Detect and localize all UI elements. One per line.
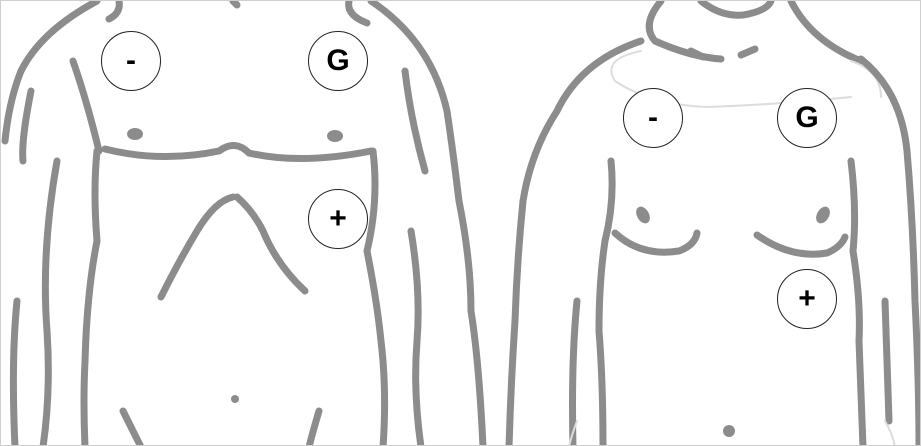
female-left-nipple <box>633 204 652 226</box>
male-ground-electrode-marker: G <box>308 31 368 91</box>
male-ground-label: G <box>326 46 349 76</box>
male-negative-electrode-marker: - <box>101 31 161 91</box>
female-negative-label: - <box>648 103 658 133</box>
female-negative-electrode-marker: - <box>623 88 683 148</box>
male-right-nipple <box>327 130 343 142</box>
female-ground-label: G <box>795 103 818 133</box>
female-positive-label: + <box>798 284 816 314</box>
female-navel <box>723 425 735 437</box>
male-positive-label: + <box>329 204 347 234</box>
female-torso-outline <box>509 1 919 446</box>
male-negative-label: - <box>126 46 136 76</box>
male-navel <box>231 395 239 403</box>
female-right-nipple <box>813 204 832 226</box>
male-left-nipple <box>127 128 143 140</box>
female-ground-electrode-marker: G <box>777 88 837 148</box>
female-positive-electrode-marker: + <box>777 269 837 329</box>
male-positive-electrode-marker: + <box>308 189 368 249</box>
male-torso-outline <box>5 1 483 446</box>
